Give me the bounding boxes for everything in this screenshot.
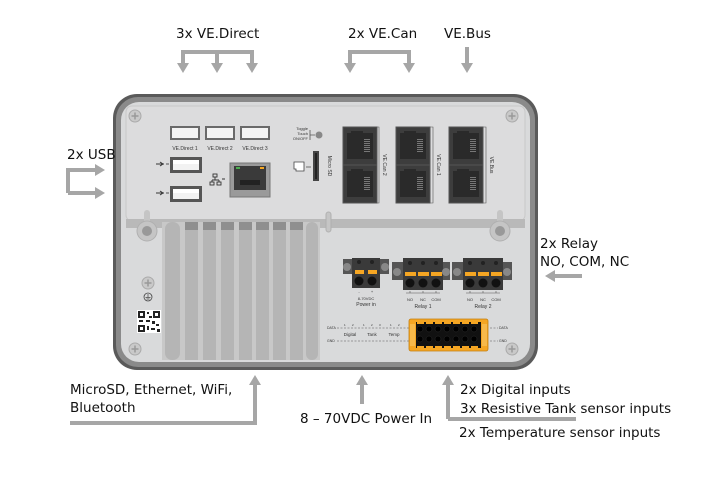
svg-text:3: 3 [379,323,381,327]
screw-icon [128,342,142,356]
power-terminal: - + 8-70VDC Power in [343,258,389,308]
svg-text:2: 2 [371,323,373,327]
callout-ve-direct: 3x VE.Direct [176,26,260,42]
ve-direct-port-3 [240,126,270,140]
svg-text:2: 2 [352,323,354,327]
relay-1-terminal: NO NC COM Relay 1 [392,258,450,310]
qr-code [137,310,161,333]
usb-icon [156,161,169,196]
microsd-slot: Micro SD [293,151,332,181]
ve-direct-1-label: VE.Direct 1 [172,146,198,152]
svg-text:Tank: Tank [367,332,377,337]
callout-inputs-line2: 3x Resistive Tank sensor inputs [460,401,672,417]
screw-icon [141,276,155,290]
svg-text:Toggle: Toggle [296,126,309,131]
screw-icon [505,342,519,356]
ve-can-port-1b [342,164,378,204]
ve-bus-label: VE.Bus [488,157,494,174]
svg-text:Power in: Power in [356,302,376,308]
callout-ve-can: 2x VE.Can [348,26,418,42]
svg-text:1: 1 [344,323,346,327]
svg-text:GND: GND [327,339,335,343]
ve-direct-2-label: VE.Direct 2 [207,146,233,152]
svg-text:Touch: Touch [297,131,308,136]
svg-text:Micro SD: Micro SD [326,156,332,177]
ve-can-port-2a [395,126,431,166]
arrowheads [95,63,555,385]
relay-2-terminal: NO NC COM Relay 2 [452,258,512,310]
callout-inputs-line3: 2x Temperature sensor inputs [459,425,661,441]
svg-text:DATA: DATA [327,326,336,330]
svg-text:NC: NC [420,297,426,302]
ve-bus-port-b [448,164,484,204]
svg-text:Relay 2: Relay 2 [475,304,492,310]
screw-icon [505,109,519,123]
svg-text:NC: NC [480,297,486,302]
callout-usb: 2x USB [67,147,116,163]
usb-port-2 [170,186,202,202]
ground-icon [143,292,153,302]
svg-text:COM: COM [431,297,440,302]
svg-text:+: + [371,289,374,294]
svg-text:8-70VDC: 8-70VDC [358,296,375,301]
svg-text:1: 1 [390,323,392,327]
ve-bus-port-a [448,126,484,166]
heatsink [162,222,320,360]
io-header-connector [408,318,489,352]
toggle-touch: Toggle Touch ON/OFF [293,126,323,141]
svg-text:GND: GND [499,339,507,343]
ve-can-2-label: VE.Can 2 [381,154,387,176]
svg-text:NO: NO [467,297,473,302]
callout-ve-bus: VE.Bus [444,26,491,42]
callout-arrows [66,47,582,425]
ve-can-1-label: VE.Can 1 [435,154,441,176]
ethernet-port [229,162,271,198]
mount-hole-left [136,210,158,242]
usb-port-1 [170,157,202,173]
svg-text:Digital: Digital [344,332,357,337]
ve-can-port-2b [395,164,431,204]
ve-direct-port-2 [205,126,235,140]
ve-direct-port-1 [170,126,200,140]
svg-text:NO: NO [407,297,413,302]
mount-hole-right [489,210,511,242]
svg-text:ON/OFF: ON/OFF [293,136,309,141]
callout-relay-line2: NO, COM, NC [540,254,630,270]
io-header-labels: DATA GND 1 2 1 2 3 1 2 Digital Tank Temp… [327,323,508,343]
callout-power: 8 – 70VDC Power In [300,411,433,427]
svg-text:Relay 1: Relay 1 [415,304,432,310]
screw-icon [128,109,142,123]
network-icon [209,173,225,186]
callout-connectivity-line2: Bluetooth [70,400,136,416]
callout-inputs-line1: 2x Digital inputs [460,382,571,398]
svg-text:DATA: DATA [499,326,508,330]
callout-connectivity-line1: MicroSD, Ethernet, WiFi, [70,382,233,398]
svg-text:-: - [358,289,360,294]
ve-can-port-1a [342,126,378,166]
svg-text:Temp: Temp [388,332,400,337]
svg-text:1: 1 [363,323,365,327]
ve-direct-3-label: VE.Direct 3 [242,146,268,152]
svg-text:COM: COM [491,297,500,302]
callout-relay-line1: 2x Relay [540,236,598,252]
svg-text:2: 2 [398,323,400,327]
